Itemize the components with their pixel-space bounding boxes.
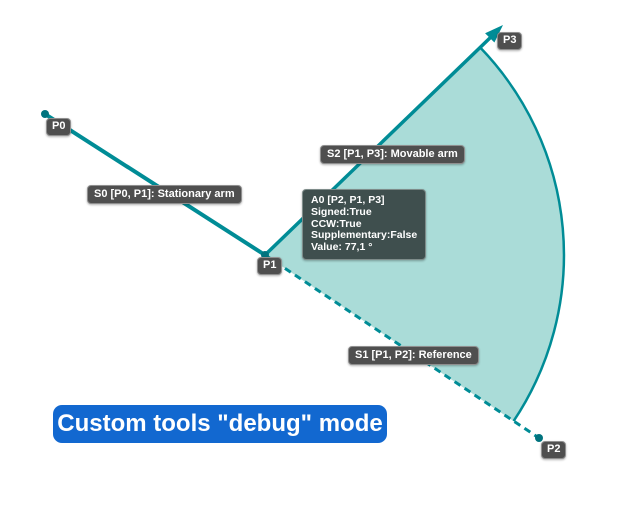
arrowhead-icon — [485, 25, 503, 43]
segment-label-s1: S1 [P1, P2]: Reference — [348, 346, 479, 365]
segment-label-s0: S0 [P0, P1]: Stationary arm — [87, 185, 242, 204]
point-label-p1: P1 — [257, 257, 283, 275]
angle-info-tooltip: A0 [P2, P1, P3] Signed:True CCW:True Sup… — [302, 189, 427, 260]
point-p2[interactable] — [535, 434, 543, 442]
angle-info-title: A0 [P2, P1, P3] — [311, 194, 385, 206]
angle-arc[interactable] — [479, 46, 566, 422]
angle-info-ccw: CCW:True — [311, 217, 362, 230]
debug-mode-banner: Custom tools "debug" mode — [53, 405, 387, 443]
angle-info-signed: Signed:True — [311, 205, 372, 218]
segment-label-s2: S2 [P1, P3]: Movable arm — [320, 145, 465, 164]
angle-info-value: Value: 77,1 ° — [311, 241, 373, 254]
point-label-p0: P0 — [46, 118, 72, 136]
angle-info-supplementary: Supplementary:False — [311, 229, 418, 242]
point-p0[interactable] — [41, 110, 49, 118]
segment-s1-reference[interactable] — [264, 253, 540, 440]
segment-s0-stationary-arm[interactable] — [43, 112, 267, 257]
point-label-p2: P2 — [541, 441, 567, 459]
point-label-p3: P3 — [497, 32, 523, 50]
